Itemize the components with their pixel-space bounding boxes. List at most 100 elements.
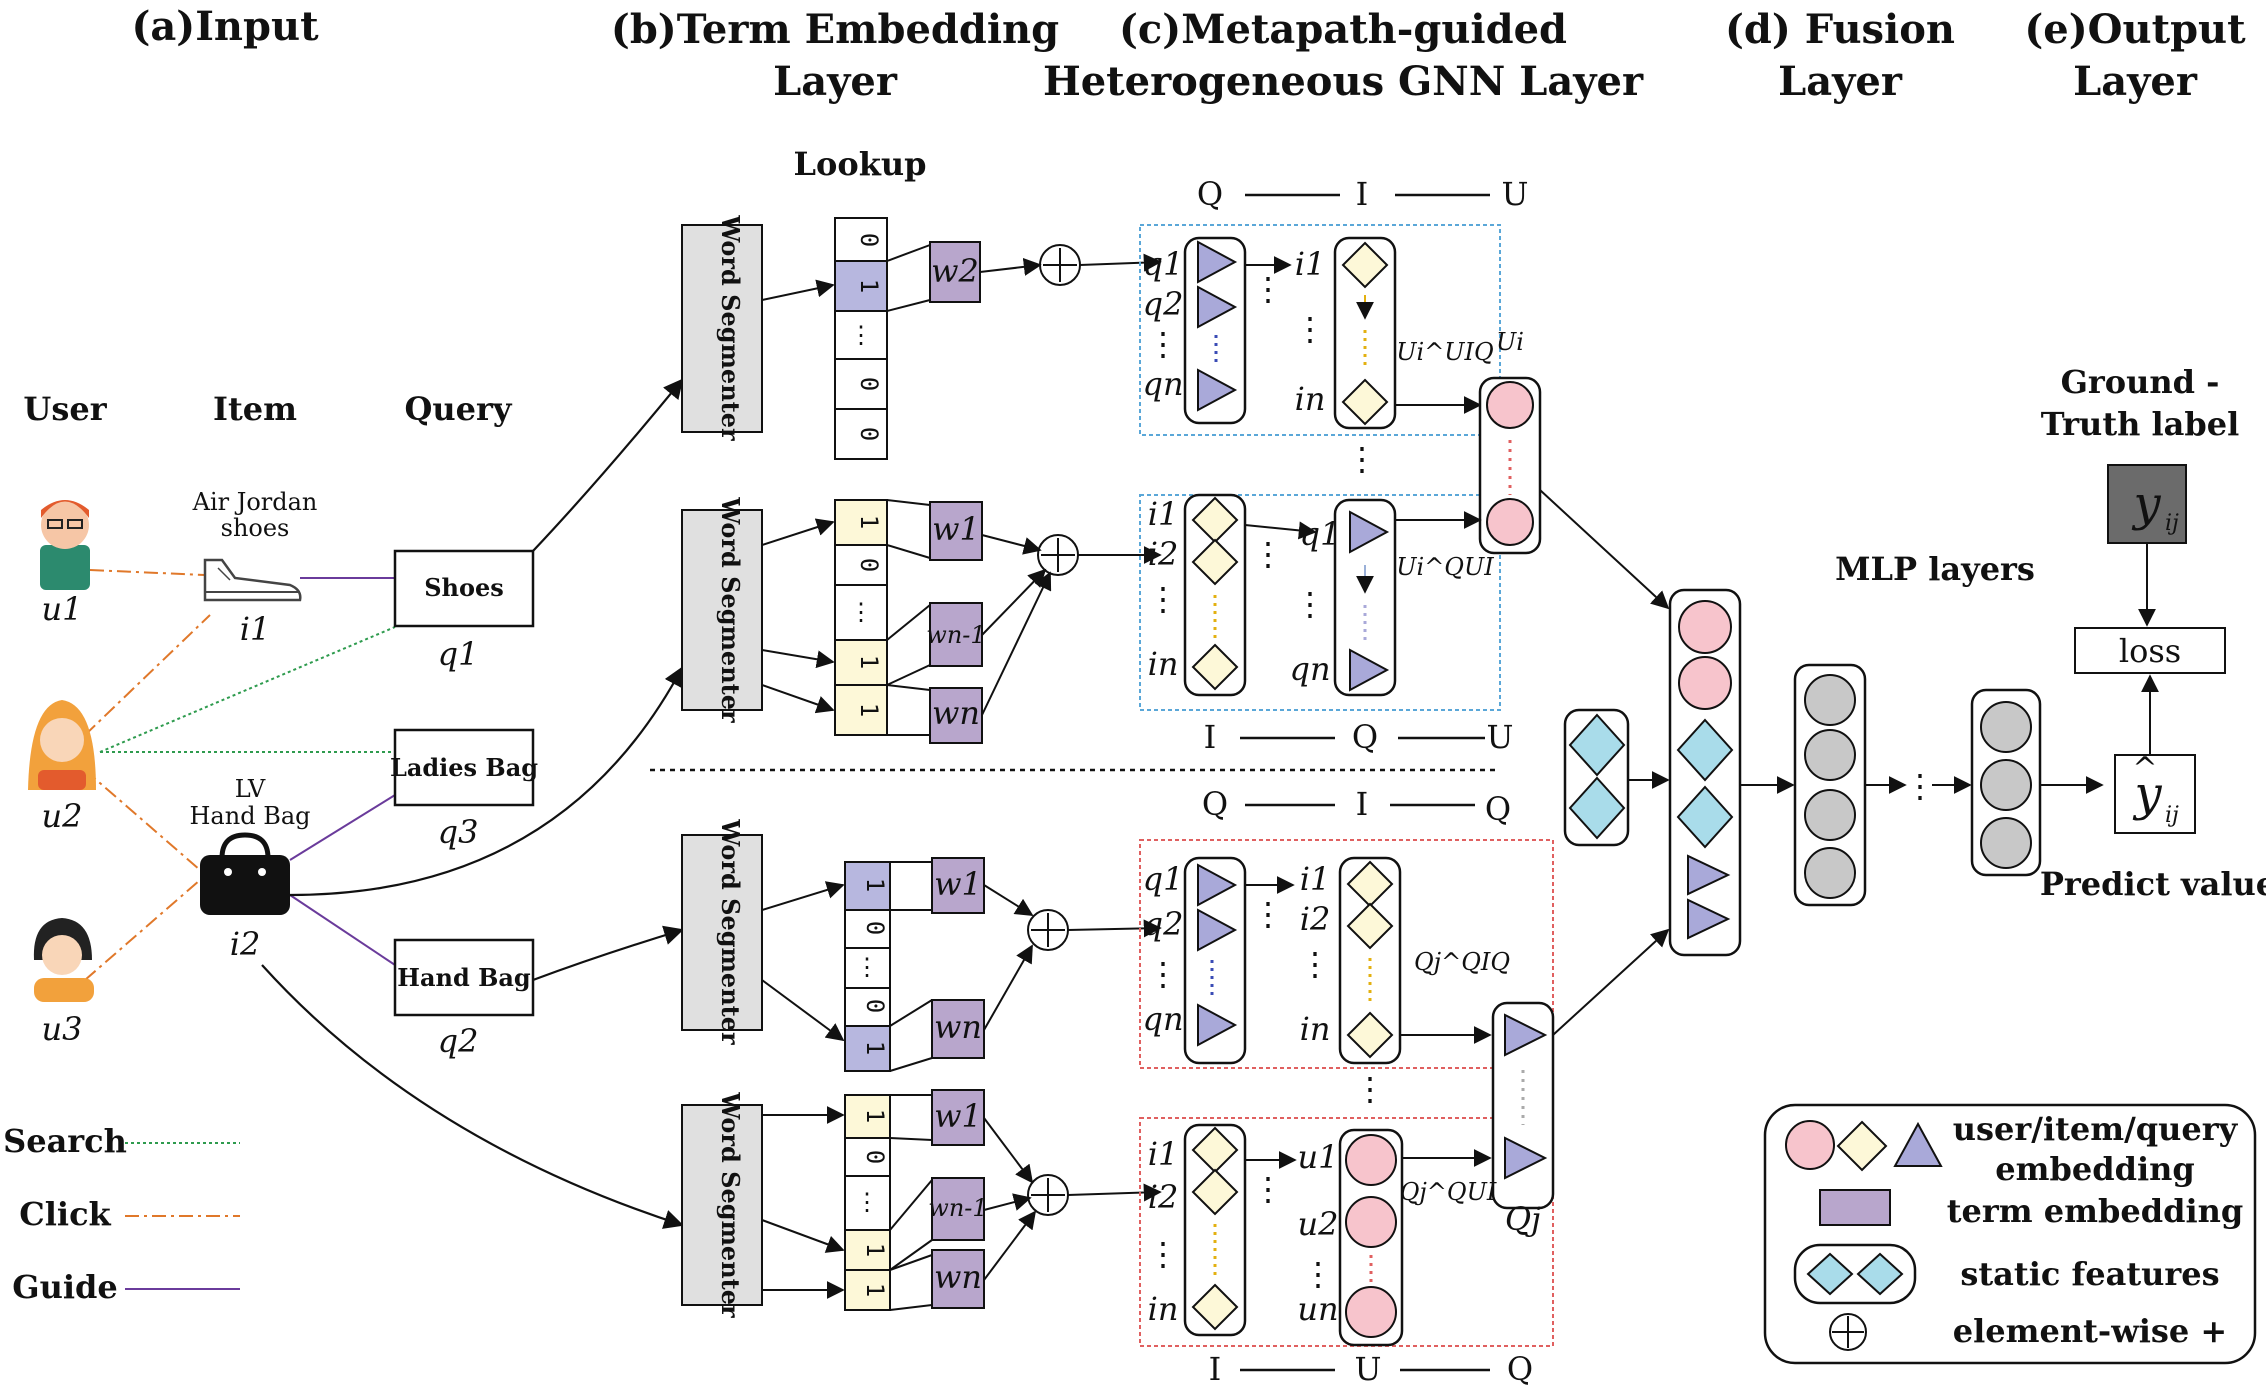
query-triangle xyxy=(1687,854,1731,896)
ground-truth-label-1: Ground - xyxy=(2061,363,2220,401)
edge-seg-to-onehot xyxy=(761,684,835,714)
node-label: i2 xyxy=(1148,1178,1179,1216)
section-headings: (a)Input (b)Term Embedding Layer (c)Meta… xyxy=(131,3,2246,105)
path-node: Q xyxy=(1352,718,1378,756)
metapath-box-uiq xyxy=(1139,224,1501,436)
static-diamond xyxy=(1676,785,1734,849)
node-label: ⋮ xyxy=(1252,535,1284,573)
path-node: U xyxy=(1502,175,1529,213)
user-column-label: User xyxy=(23,390,107,428)
item-name-i1-line1: Air Jordan xyxy=(192,488,318,516)
embedding-label-uiq: Ui^UIQ xyxy=(1396,338,1493,366)
term-label-wn1: wn-1 xyxy=(928,1194,987,1222)
edge-seg-to-onehot xyxy=(761,881,845,911)
user-circle xyxy=(1345,1196,1397,1248)
node-label: q2 xyxy=(1143,285,1184,323)
loss-box xyxy=(2074,627,2226,674)
onehot-vector-4: 1 0 ⋮ 1 1 xyxy=(844,1094,891,1311)
predict-y: y xyxy=(2132,766,2162,822)
query-triangle xyxy=(1197,863,1238,907)
mlp-neuron xyxy=(1980,701,2032,753)
term-embedding-w1 xyxy=(929,501,983,561)
plus-circle-1 xyxy=(1039,244,1081,286)
term-embedding-wn1 xyxy=(929,602,983,667)
word-segmenter-2: Word Segmenter xyxy=(681,496,763,723)
user-label-u3: u3 xyxy=(42,1010,83,1048)
node-label: i1 xyxy=(1148,495,1179,533)
edge-plus-to-gnn xyxy=(1079,253,1162,272)
edge-query-to-segmenter-3 xyxy=(532,925,684,982)
onehot-cell: ⋮ xyxy=(849,598,873,626)
onehot-vector-3: 1 0 ⋮ 0 1 xyxy=(844,861,891,1072)
plus-circle-2 xyxy=(1037,534,1079,576)
user-circle xyxy=(1678,600,1732,654)
edge-seg-to-onehot xyxy=(761,1219,845,1253)
onehot-cell: 1 xyxy=(861,1109,889,1123)
edge-seg-to-onehot xyxy=(761,979,845,1042)
legend-emb-label-2: embedding xyxy=(1995,1150,2195,1188)
onehot-cell: 1 xyxy=(855,703,883,717)
item-name-i2-line1: LV xyxy=(235,775,266,803)
predict-value-label: Predict value xyxy=(2040,865,2266,903)
lookup-edge xyxy=(886,604,931,641)
predict-hat: ^ xyxy=(2132,751,2157,786)
lookup-edge xyxy=(889,1239,933,1271)
heading-term-embedding-2: Layer xyxy=(773,58,898,105)
heading-gnn-2: Heterogeneous GNN Layer xyxy=(1043,58,1644,105)
onehot-cell: 1 xyxy=(861,878,889,892)
fusion-section: MLP layers ⋮ xyxy=(1539,489,2104,1036)
term-label-w1: w1 xyxy=(932,510,980,548)
edge-item-to-segmenter-2 xyxy=(289,666,683,897)
onehot-cell: 0 xyxy=(861,999,889,1013)
edge-plus-to-gnn xyxy=(1067,919,1162,938)
edge-to-plus xyxy=(983,1210,1037,1281)
onehot-cell: 0 xyxy=(861,1150,889,1164)
query-box-q1 xyxy=(393,549,535,628)
mlp-layers-label: MLP layers xyxy=(1835,550,2035,588)
node-label: ⋮ xyxy=(1147,955,1179,993)
node-label: in xyxy=(1300,1010,1331,1048)
node-label: in xyxy=(1148,645,1179,683)
node-label: q1 xyxy=(1143,245,1184,283)
heading-output-1: (e)Output xyxy=(2024,6,2246,53)
search-edge xyxy=(99,626,396,753)
output-section: Ground - Truth label y ij loss y ^ ij Pr… xyxy=(2040,363,2266,903)
item-diamond xyxy=(1191,538,1239,586)
edge-seg-to-onehot xyxy=(761,279,835,301)
click-edge xyxy=(84,614,211,736)
edge-to-plus xyxy=(981,568,1047,636)
click-edge xyxy=(84,769,201,871)
node-label: qn xyxy=(1142,1000,1183,1038)
onehot-cell: 0 xyxy=(855,233,883,247)
edge-to-plus xyxy=(983,1193,1032,1211)
node-label: i2 xyxy=(1148,535,1179,573)
embedding-label-qiq: Qj^QIQ xyxy=(1414,948,1510,976)
gnn-section: Q I U I Q U Q I Q I U Q xyxy=(1139,175,1555,1388)
node-label: ⋮ xyxy=(1147,1235,1179,1273)
lookup-label: Lookup xyxy=(794,145,927,183)
lookup-edge xyxy=(886,299,931,312)
term-label-wn: wn xyxy=(934,1008,982,1046)
node-label: ⋮ xyxy=(1354,1070,1386,1108)
node-label: q1 xyxy=(1300,515,1341,553)
term-label-wn: wn xyxy=(934,1258,982,1296)
heading-fusion-2: Layer xyxy=(1778,58,1903,105)
lookup-edge xyxy=(889,1254,933,1271)
lookup-edge xyxy=(889,1304,933,1311)
edge-to-plus xyxy=(981,571,1052,716)
query-triangle xyxy=(1687,898,1731,940)
segmenter-text: Word Segmenter xyxy=(716,214,745,441)
onehot-cell: ⋮ xyxy=(855,953,879,981)
legend-user-circle xyxy=(1785,1120,1835,1170)
item-diamond xyxy=(1191,643,1239,691)
heading-fusion-1: (d) Fusion xyxy=(1725,6,1955,53)
user-circle xyxy=(1678,656,1732,710)
mlp-dots: ⋮ xyxy=(1904,767,1936,805)
node-label: ⋮ xyxy=(1252,1170,1284,1208)
item-diamond xyxy=(1191,1168,1239,1216)
query-box-q3 xyxy=(393,728,535,807)
legend-static-diamond xyxy=(1806,1252,1854,1296)
node-label: i1 xyxy=(1148,1135,1179,1173)
edge xyxy=(1244,521,1317,540)
embedding-label-qui-q: Qj^QUI xyxy=(1400,1178,1497,1206)
